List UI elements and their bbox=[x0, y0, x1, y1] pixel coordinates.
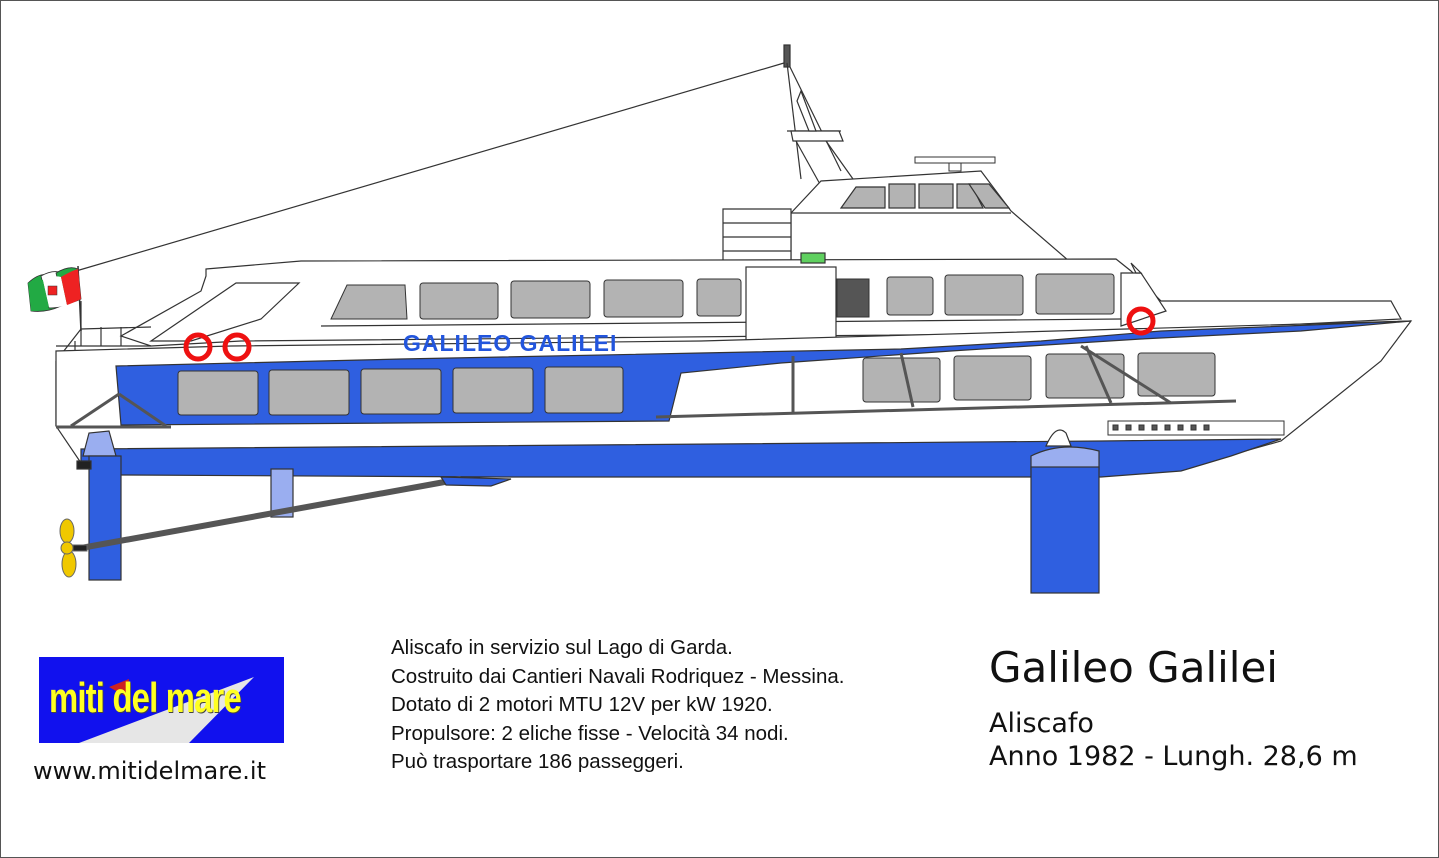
ship-title: Galileo Galilei bbox=[989, 643, 1278, 692]
ship-specs: Anno 1982 - Lungh. 28,6 m bbox=[989, 741, 1358, 772]
ship-type: Aliscafo bbox=[989, 708, 1094, 739]
radar-icon bbox=[914, 156, 996, 172]
lower-windows bbox=[177, 352, 1216, 416]
bow-foil bbox=[1030, 429, 1100, 594]
stern-foil bbox=[76, 430, 512, 581]
description-line: Dotato di 2 motori MTU 12V per kW 1920. bbox=[391, 693, 773, 716]
mast bbox=[783, 44, 854, 187]
entrance-block bbox=[745, 252, 837, 350]
deck-rails bbox=[56, 344, 1237, 429]
lifebuoy-icon bbox=[222, 332, 252, 362]
ship-description: Aliscafo in servizio sul Lago di Garda. … bbox=[391, 634, 951, 777]
logo-wave-icon bbox=[79, 677, 254, 743]
propeller-icon bbox=[59, 518, 88, 578]
vent-strip bbox=[1107, 420, 1285, 436]
description-line: Aliscafo in servizio sul Lago di Garda. bbox=[391, 636, 733, 659]
stay-wire bbox=[75, 62, 785, 272]
wheelhouse bbox=[722, 170, 1071, 264]
miti-del-mare-logo: miti del mare bbox=[39, 657, 284, 743]
hydrofoil-illustration: GALILEO GALILEI bbox=[27, 44, 1413, 594]
lifebuoy-icon bbox=[183, 332, 213, 362]
hull bbox=[55, 320, 1413, 478]
italian-flag-icon bbox=[27, 265, 82, 332]
hull-name: GALILEO GALILEI bbox=[403, 330, 617, 356]
logo-text: miti del mare bbox=[49, 674, 242, 721]
lifebuoy-icon bbox=[1126, 306, 1156, 336]
description-line: Propulsore: 2 eliche fisse - Velocità 34… bbox=[391, 721, 789, 745]
description-line: Può trasportare 186 passeggeri. bbox=[391, 750, 684, 773]
ship-title-block: Galileo Galilei Aliscafo Anno 1982 - Lun… bbox=[989, 641, 1434, 773]
description-line: Costruito dai Cantieri Navali Rodriquez … bbox=[391, 664, 845, 688]
website-link[interactable]: www.mitidelmare.it bbox=[33, 757, 267, 785]
